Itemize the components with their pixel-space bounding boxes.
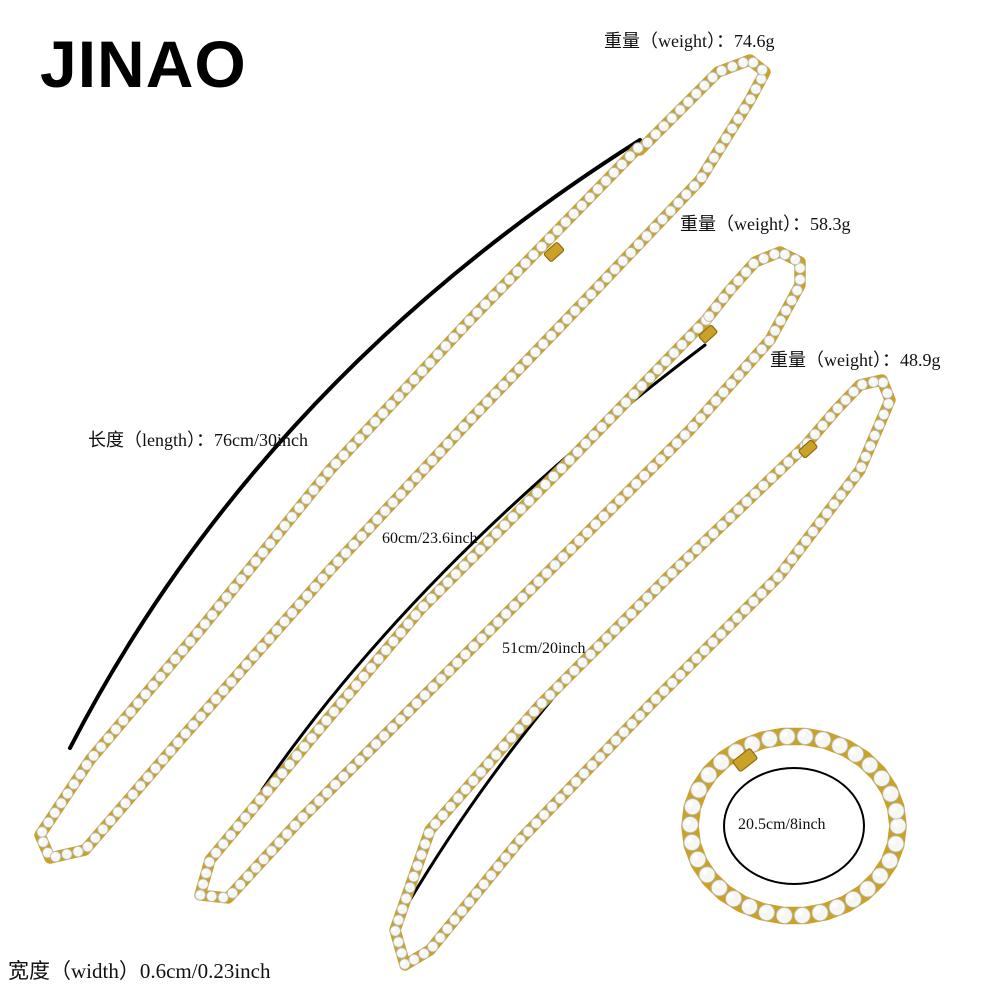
necklace-76cm <box>34 54 771 864</box>
length-label-76cm: 长度（length）：76cm/30inch <box>88 430 308 450</box>
clasp-76cm <box>543 242 565 262</box>
bracelet-size-ellipse <box>723 767 865 885</box>
weight-label-51cm: 重量（weight）：48.9g <box>770 350 941 370</box>
length-label-51cm: 51cm/20inch <box>502 640 586 657</box>
necklace-51cm <box>389 374 896 971</box>
clasp-60cm <box>698 324 718 344</box>
necklace-60cm <box>194 246 806 904</box>
weight-label-76cm: 重量（weight）：74.6g <box>604 31 775 51</box>
bracelet <box>681 727 907 925</box>
length-label-60cm: 60cm/23.6inch <box>382 530 478 547</box>
bracelet-length-label: 20.5cm/8inch <box>738 816 826 833</box>
length-sweep-line-76 <box>68 138 642 750</box>
weight-label-60cm: 重量（weight）：58.3g <box>680 214 851 234</box>
width-label: 宽度（width）0.6cm/0.23inch <box>8 959 271 983</box>
clasp-51cm <box>798 439 818 459</box>
clasp-bracelet <box>732 748 758 772</box>
brand-logo: JINAO <box>40 27 247 101</box>
